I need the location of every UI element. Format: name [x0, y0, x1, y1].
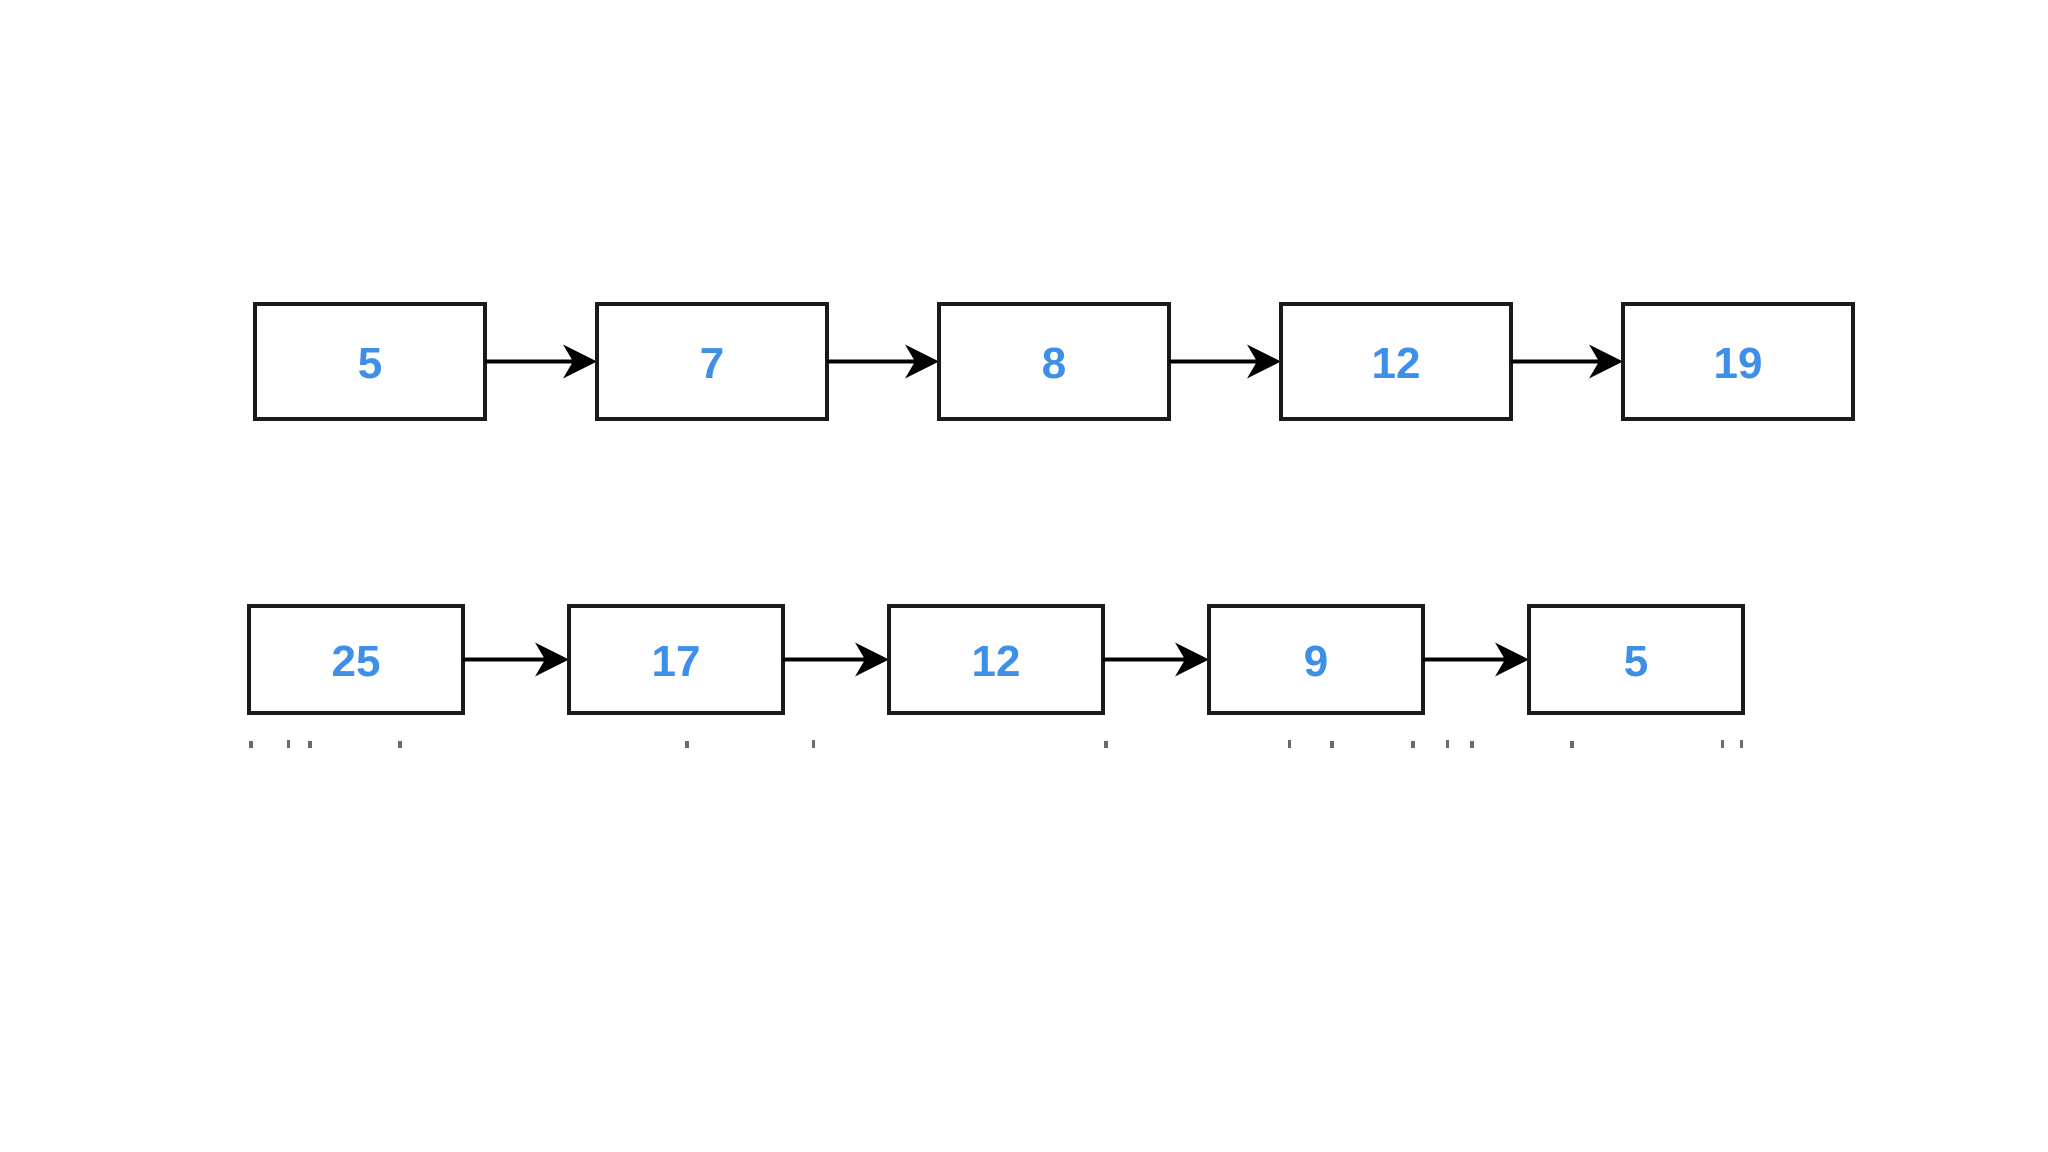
node-value: 12 [1372, 339, 1421, 388]
arrowhead-icon [535, 642, 569, 677]
arrowhead-icon [855, 642, 889, 677]
list-node: 12 [1279, 302, 1513, 421]
node-box [595, 302, 829, 421]
node-box [247, 604, 465, 715]
clipped-text-fragment [249, 740, 1743, 748]
next-pointer-arrow [1423, 642, 1529, 677]
node-value: 19 [1714, 339, 1763, 388]
list-node: 19 [1621, 302, 1855, 421]
arrowhead-icon [1247, 344, 1281, 379]
node-value: 7 [700, 339, 724, 388]
node-box [567, 604, 785, 715]
list-node: 7 [595, 302, 829, 421]
linked-list-bottom: 25 17 12 9 5 [247, 604, 1745, 715]
node-value: 17 [652, 637, 701, 686]
arrowhead-icon [563, 344, 597, 379]
arrowhead-icon [1495, 642, 1529, 677]
list-node: 9 [1207, 604, 1425, 715]
linked-list-top: 5 7 8 12 19 [253, 302, 1855, 421]
node-value: 8 [1042, 339, 1066, 388]
next-pointer-arrow [783, 642, 889, 677]
node-value: 25 [332, 637, 381, 686]
next-pointer-arrow [827, 344, 939, 379]
list-node: 25 [247, 604, 465, 715]
node-value: 12 [972, 637, 1021, 686]
list-node: 17 [567, 604, 785, 715]
arrowhead-icon [905, 344, 939, 379]
next-pointer-arrow [1169, 344, 1281, 379]
node-box [937, 302, 1171, 421]
node-value: 5 [1624, 637, 1648, 686]
list-node: 12 [887, 604, 1105, 715]
next-pointer-arrow [463, 642, 569, 677]
list-node: 8 [937, 302, 1171, 421]
node-value: 9 [1304, 637, 1328, 686]
next-pointer-arrow [485, 344, 597, 379]
node-box [1279, 302, 1513, 421]
node-box [1621, 302, 1855, 421]
node-box [1527, 604, 1745, 715]
next-pointer-arrow [1511, 344, 1623, 379]
list-node: 5 [253, 302, 487, 421]
arrowhead-icon [1175, 642, 1209, 677]
node-value: 5 [358, 339, 382, 388]
arrowhead-icon [1589, 344, 1623, 379]
list-node: 5 [1527, 604, 1745, 715]
node-box [253, 302, 487, 421]
next-pointer-arrow [1103, 642, 1209, 677]
